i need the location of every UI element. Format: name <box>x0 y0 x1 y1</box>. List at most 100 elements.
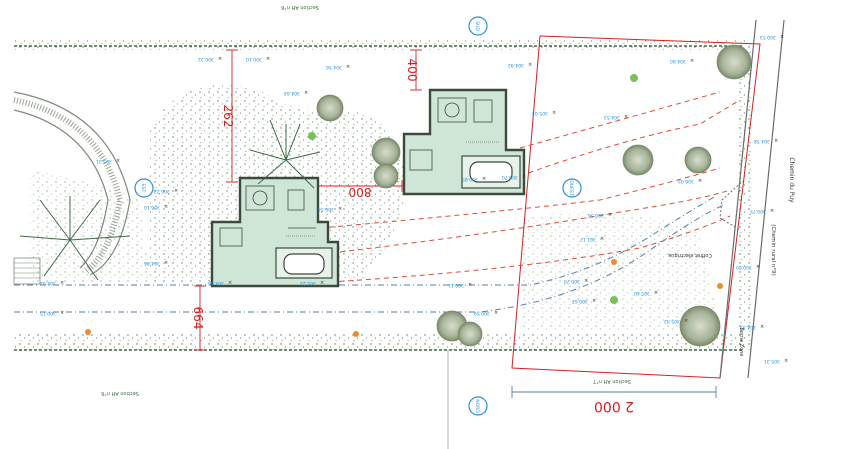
hedge-bottom <box>14 334 744 352</box>
spot-marker-icon: × <box>698 178 702 184</box>
spot-elevation: 300.15 <box>40 310 56 316</box>
flower <box>611 259 617 265</box>
spot-marker-icon: × <box>304 90 308 96</box>
contour-lines <box>319 91 741 283</box>
spot-elevation: 300.53 <box>760 34 776 40</box>
shrub <box>308 132 316 140</box>
spot-marker-icon: × <box>770 208 774 214</box>
spot-elevation: 300.70 <box>564 278 580 284</box>
spot-elevation: 304.86 <box>144 260 160 266</box>
palm-tree-1 <box>249 119 321 189</box>
compass-south: SUD <box>468 16 488 36</box>
spot-marker-icon: × <box>522 174 526 180</box>
access-path <box>14 195 725 313</box>
spot-marker-icon: × <box>608 212 612 218</box>
dimension-800: 800 <box>349 185 372 199</box>
tree <box>371 137 401 167</box>
spot-marker-icon: × <box>228 280 232 286</box>
spot-marker-icon: × <box>482 176 486 182</box>
compass-north: NORD <box>468 396 488 416</box>
overall-dimension <box>511 386 717 398</box>
palm-tree-2 <box>19 196 131 281</box>
spot-marker-icon: × <box>684 318 688 324</box>
spot-marker-icon: × <box>624 114 628 120</box>
spot-elevation: 305.42 <box>664 318 680 324</box>
spot-elevation: 300.59 <box>474 310 490 316</box>
spot-elevation: 300.85 <box>462 176 478 182</box>
spot-elevation: 300.11 <box>448 282 464 288</box>
spot-elevation: 305.22 <box>300 280 316 286</box>
spot-marker-icon: × <box>174 188 178 194</box>
svg-text:SUD: SUD <box>474 21 480 31</box>
spot-marker-icon: × <box>592 298 596 304</box>
tree <box>622 144 654 176</box>
spot-marker-icon: × <box>760 324 764 330</box>
flower <box>85 329 91 335</box>
spot-marker-icon: × <box>654 290 658 296</box>
curved-driveway <box>13 91 131 276</box>
dimension-400: 400 <box>405 59 419 82</box>
shrub <box>630 74 638 82</box>
tree <box>457 321 483 347</box>
spot-marker-icon: × <box>468 282 472 288</box>
svg-text:EST: EST <box>140 184 146 193</box>
spot-marker-icon: × <box>60 280 64 286</box>
trees <box>85 44 752 347</box>
spot-marker-icon: × <box>164 260 168 266</box>
spot-marker-icon: × <box>552 110 556 116</box>
steps <box>13 257 41 285</box>
spot-elevation: 304.92 <box>40 280 56 286</box>
section-label-top: Section AH n°6 <box>281 4 319 10</box>
spot-marker-icon: × <box>164 204 168 210</box>
house-west <box>210 176 340 288</box>
border-label: Borne Zone <box>738 327 744 356</box>
spot-marker-icon: × <box>784 358 788 364</box>
spot-elevation: 300.22 <box>198 56 214 62</box>
road-type: (Chemin rural n°9) <box>770 224 776 276</box>
spot-elevation: 300.75 <box>750 208 766 214</box>
hedge-top <box>14 40 744 50</box>
section-label-bottom-left: Section AH n°6 <box>101 390 139 396</box>
hedge-right <box>738 40 752 352</box>
flower <box>717 283 723 289</box>
spot-elevation: 300.10 <box>246 56 262 62</box>
spot-elevation: 300.70 <box>502 174 518 180</box>
tree <box>316 94 344 122</box>
electric-box-label: Coffret électrique <box>668 252 712 259</box>
spot-elevation: 306.03 <box>678 178 694 184</box>
spot-elevations: 300.22×304.56×304.64×304.60×305.03×304.5… <box>40 34 788 364</box>
house-east <box>402 88 526 196</box>
spot-elevation: 301.17 <box>580 236 596 242</box>
spot-elevation: 300.54 <box>318 206 334 212</box>
spot-marker-icon: × <box>528 62 532 68</box>
flower <box>353 331 359 337</box>
spot-marker-icon: × <box>116 158 120 164</box>
spot-marker-icon: × <box>774 138 778 144</box>
spot-elevation: 304.53 <box>604 114 620 120</box>
spot-marker-icon: × <box>346 64 350 70</box>
spot-marker-icon: × <box>338 206 342 212</box>
spot-elevation: 304.92 <box>508 62 524 68</box>
spot-elevation: 306.22 <box>154 188 170 194</box>
svg-text:NORD: NORD <box>474 399 480 413</box>
spot-marker-icon: × <box>780 34 784 40</box>
spot-elevation: 305.60 <box>634 290 650 296</box>
spot-marker-icon: × <box>218 56 222 62</box>
spot-marker-icon: × <box>266 56 270 62</box>
spot-elevation: 305.31 <box>96 158 112 164</box>
spot-marker-icon: × <box>756 264 760 270</box>
spot-marker-icon: × <box>690 58 694 64</box>
shrub <box>610 296 618 304</box>
spot-elevation: 300.20 <box>736 264 752 270</box>
dimension-262: 262 <box>221 105 235 128</box>
spot-elevation: 300.56 <box>588 212 604 218</box>
spot-elevation: 300.62 <box>572 298 588 304</box>
spot-elevation: 305.31 <box>764 358 780 364</box>
road <box>719 19 785 379</box>
spot-elevation: 304.56 <box>326 64 342 70</box>
tree <box>373 163 399 189</box>
dimension-664: 664 <box>191 307 205 330</box>
compass-east: EST <box>134 178 154 198</box>
dimension-lines <box>194 49 422 351</box>
